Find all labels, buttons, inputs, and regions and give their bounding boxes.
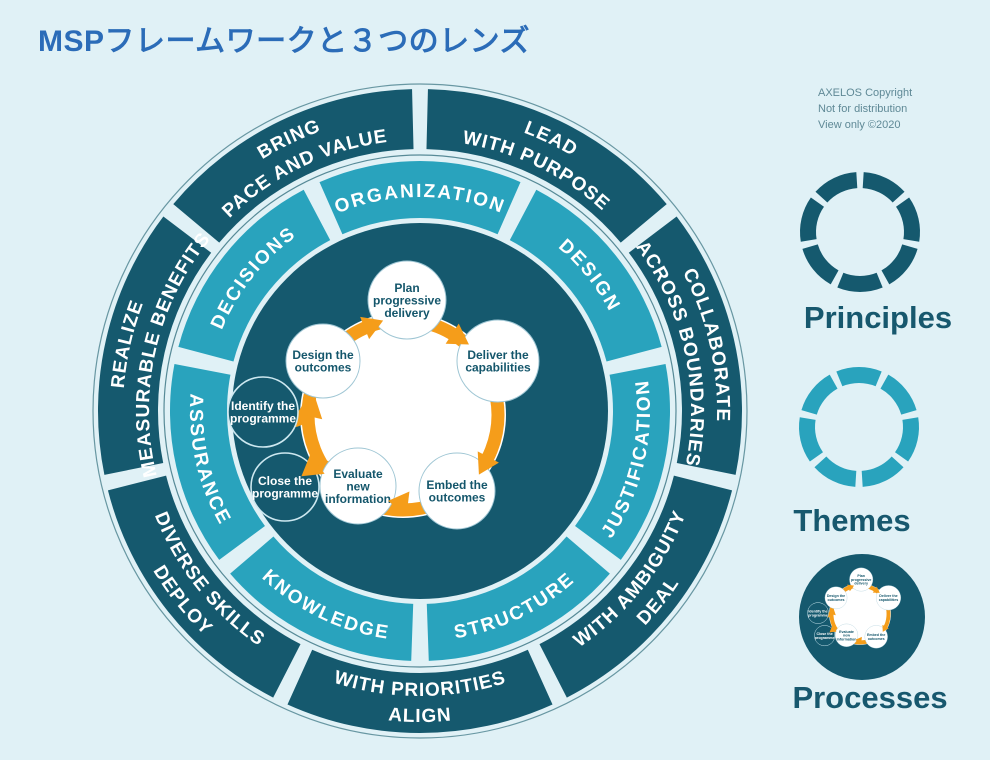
process-node-evaluate <box>834 623 859 647</box>
themes-ring-segment <box>799 417 824 462</box>
theme-segment-justification <box>575 363 671 560</box>
cycle-arrowhead <box>847 584 855 592</box>
principle-segment-lead-with-purpose <box>426 89 667 243</box>
process-node-design-outcomes <box>824 586 848 610</box>
principle-segment-deploy-diverse-skills <box>107 475 301 698</box>
theme-segment-structure <box>426 536 610 661</box>
cycle-arrowhead <box>388 491 410 516</box>
process-node-deliver <box>456 319 540 403</box>
copyright-line-1: AXELOS Copyright <box>818 87 913 99</box>
principles-ring-segment <box>895 197 920 242</box>
page-title: MSPフレームワークと３つのレンズ <box>38 25 531 58</box>
principles-lens-icon <box>800 172 920 292</box>
process-node-identify <box>807 602 829 624</box>
cycle-arrowhead <box>829 625 837 633</box>
cycle-arrowhead <box>477 451 499 475</box>
cycle-arrowhead <box>301 454 325 477</box>
inner-outline-circle <box>163 154 677 668</box>
theme-segment-knowledge <box>230 536 414 661</box>
process-node-identify <box>227 376 299 448</box>
principle-segment-collaborate-across-boundaries <box>628 216 743 475</box>
process-node-evaluate <box>319 447 397 525</box>
copyright-line-2: Not for distribution <box>818 102 908 115</box>
cycle-arrowhead <box>360 316 384 340</box>
theme-segment-decisions <box>178 189 331 362</box>
process-node-close <box>814 625 836 647</box>
cycle-arrowhead <box>298 397 323 420</box>
principle-segment-bring-pace-and-value <box>173 89 414 243</box>
principles-ring-segment <box>837 272 883 292</box>
principle-segment-deal-with-ambiguity <box>539 475 733 698</box>
principles-ring-segment <box>800 197 825 242</box>
process-node-embed <box>418 452 496 530</box>
cycle-arrowhead <box>445 323 469 345</box>
principle-segment-align-with-priorities <box>287 649 553 733</box>
themes-ring-segment <box>836 367 882 387</box>
process-node-plan <box>367 260 447 340</box>
principles-ring-segment <box>815 172 858 203</box>
themes-lens-icon <box>799 367 919 487</box>
process-node-embed <box>864 625 888 649</box>
principles-label: Principles <box>803 300 953 335</box>
themes-ring-segment <box>814 456 857 487</box>
themes-ring-segment <box>894 417 919 462</box>
copyright-line-3: View only ©2020 <box>818 118 901 131</box>
cycle-arrowhead <box>882 624 889 632</box>
cycle-arrowhead <box>828 608 836 616</box>
process-node-plan <box>849 567 874 592</box>
principle-label-align-with-priorities-0: ALIGN <box>388 704 453 727</box>
processes-label: Processes <box>792 680 948 715</box>
process-node-deliver <box>876 585 901 611</box>
themes-ring-segment <box>861 456 904 487</box>
theme-segment-organization <box>319 160 521 235</box>
principle-segment-realize-measurable-benefits <box>97 216 212 475</box>
principles-ring-segment <box>802 244 839 285</box>
themes-label: Themes <box>793 503 911 538</box>
copyright-notice: AXELOS Copyright Not for distribution Vi… <box>818 86 912 134</box>
principles-ring-segment <box>862 172 905 203</box>
process-node-design-outcomes <box>285 323 361 399</box>
cycle-arrowhead <box>872 586 880 593</box>
cycle-arrowhead <box>855 636 862 645</box>
themes-ring-segment <box>880 374 917 415</box>
outer-outline-circle <box>92 83 748 739</box>
principles-ring-segment <box>881 244 918 285</box>
themes-ring-segment <box>801 374 838 415</box>
theme-segment-design <box>509 189 662 362</box>
theme-segment-assurance <box>169 363 265 560</box>
process-node-close <box>250 452 320 522</box>
